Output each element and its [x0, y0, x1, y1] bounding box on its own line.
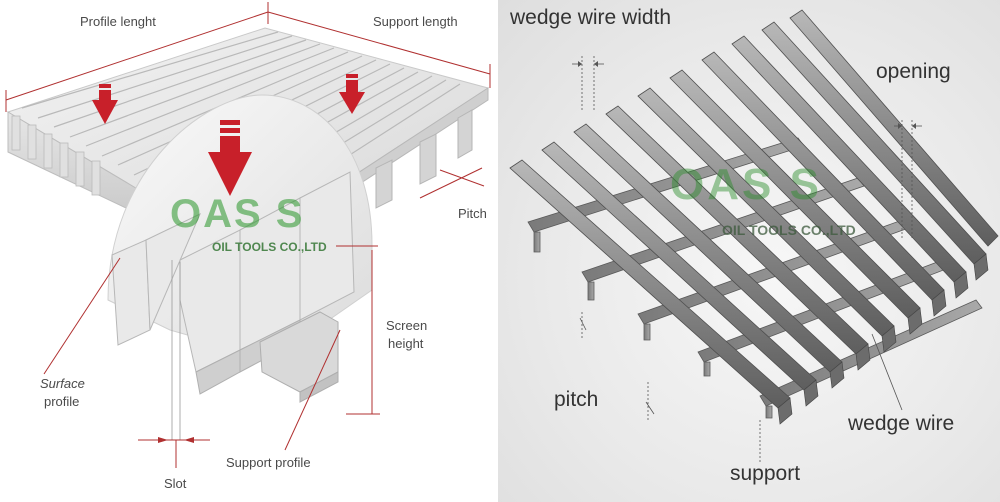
pitch-label-right: pitch: [554, 388, 599, 411]
screen-height-label-line2: height: [388, 336, 424, 351]
left-diagram-graphic: [5, 2, 491, 468]
dimension-lines: [5, 2, 491, 468]
wedge-wires: [509, 9, 999, 409]
surface-profile-label-line2: profile: [44, 394, 80, 409]
support-profile-label: Support profile: [226, 455, 311, 470]
flow-arrow-right: [339, 74, 365, 114]
pitch-label-left: Pitch: [458, 206, 487, 221]
flow-arrow-left: [92, 84, 118, 124]
dimension-arrowheads: [158, 437, 194, 443]
profile-length-label: Profile lenght: [80, 14, 156, 29]
watermark-company-left: OIL TOOLS CO.,LTD: [212, 240, 327, 254]
flow-arrow-center: [208, 120, 252, 196]
left-diagram-panel: Profile lenght Support length Pitch Scre…: [0, 0, 498, 502]
watermark-logo-right: OAS S: [670, 160, 822, 209]
opening-label: opening: [876, 60, 951, 83]
support-label: support: [730, 462, 801, 485]
magnified-section: [107, 94, 373, 440]
surface-profile-label-line1: Surface: [40, 376, 85, 391]
wedge-wire-label: wedge wire: [848, 412, 955, 435]
right-diagram-graphic: [509, 9, 999, 462]
screen-height-label-line1: Screen: [386, 318, 428, 333]
wire-end-caps: [777, 253, 989, 425]
right-diagram-panel: wedge wire width opening pitch wedge wir…: [498, 0, 1000, 502]
wedge-wire-width-label: wedge wire width: [510, 6, 672, 29]
support-length-label: Support length: [373, 14, 458, 29]
slot-label: Slot: [164, 476, 187, 491]
watermark-company-right: OIL TOOLS CO.,LTD: [722, 222, 856, 238]
flow-arrows: [92, 74, 365, 196]
watermark-logo-left: OAS S: [170, 192, 305, 236]
annotation-lines: [581, 56, 913, 462]
annotation-arrowheads: [578, 61, 916, 129]
